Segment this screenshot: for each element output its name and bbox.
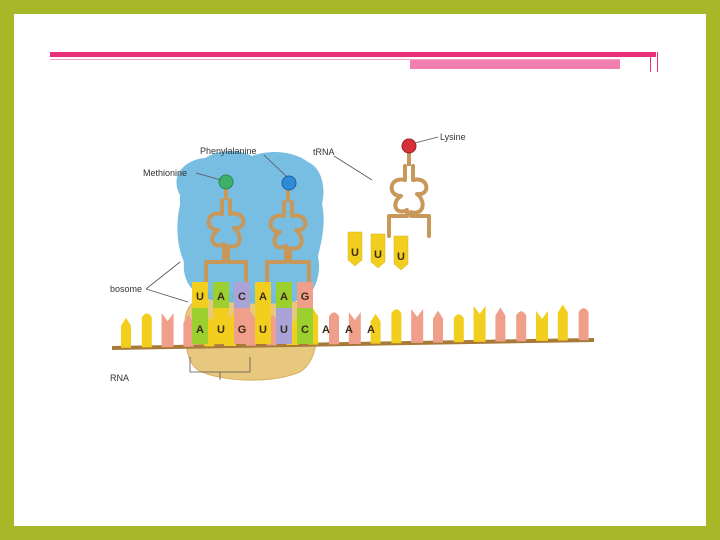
- mrna-base-peg: [454, 314, 464, 342]
- codon-base-letter: A: [367, 324, 375, 336]
- anticodon-base-letter: U: [196, 291, 204, 303]
- incoming-anticodon-letter: U: [374, 249, 382, 261]
- anticodon-base-letter: G: [301, 291, 310, 303]
- mrna-base-peg: [558, 305, 568, 341]
- mrna-base-peg: [142, 313, 152, 347]
- ribosome-pointer-lower: [146, 289, 188, 302]
- anticodon-base-letter: A: [217, 291, 225, 303]
- mrna-base-peg: [516, 311, 526, 341]
- lysine-label: Lysine: [440, 132, 466, 142]
- codon-base-letter: A: [345, 324, 353, 336]
- incoming-anticodon-letter: U: [397, 251, 405, 263]
- trna-cloverleaf: [389, 166, 429, 236]
- incoming-anticodon-letter: U: [351, 247, 359, 259]
- mrna-base-peg: [391, 309, 401, 343]
- lysine-pointer: [415, 137, 438, 143]
- mrna-base-peg: [536, 311, 548, 341]
- lysine-ball: [402, 139, 416, 153]
- ribosome-label: bosome: [110, 284, 142, 294]
- mrna-base-peg: [121, 318, 131, 348]
- phenylalanine-label: Phenylalanine: [200, 146, 257, 156]
- mrna-base-peg: [433, 311, 443, 343]
- codon-base-letter-overlay: U: [280, 324, 288, 336]
- codon-base-letter-overlay: A: [196, 324, 204, 336]
- codon-base-letter: A: [322, 324, 330, 336]
- ribosome-pointer-upper: [146, 262, 180, 289]
- mrna-base-peg: [411, 309, 423, 343]
- anticodon-base-letter: A: [259, 291, 267, 303]
- methionine-ball: [219, 175, 233, 189]
- trna-label: tRNA: [313, 147, 335, 157]
- codon-base-letter-overlay: U: [217, 324, 225, 336]
- codon-base-letter-overlay: C: [301, 324, 309, 336]
- mrna-base-peg: [162, 313, 174, 347]
- mrna-label: RNA: [110, 373, 129, 383]
- phenylalanine-ball: [282, 176, 296, 190]
- mrna-base-peg: [474, 306, 486, 342]
- methionine-label: Methionine: [143, 168, 187, 178]
- anticodon-base-letter: C: [238, 291, 246, 303]
- codon-base-letter-overlay: U: [259, 324, 267, 336]
- mrna-base-peg: [329, 312, 339, 344]
- mrna-base-peg: [579, 308, 589, 340]
- trna-pointer: [334, 156, 372, 180]
- anticodon-base-letter: A: [280, 291, 288, 303]
- mrna-base-peg: [495, 308, 505, 342]
- codon-base-letter-overlay: G: [238, 324, 247, 336]
